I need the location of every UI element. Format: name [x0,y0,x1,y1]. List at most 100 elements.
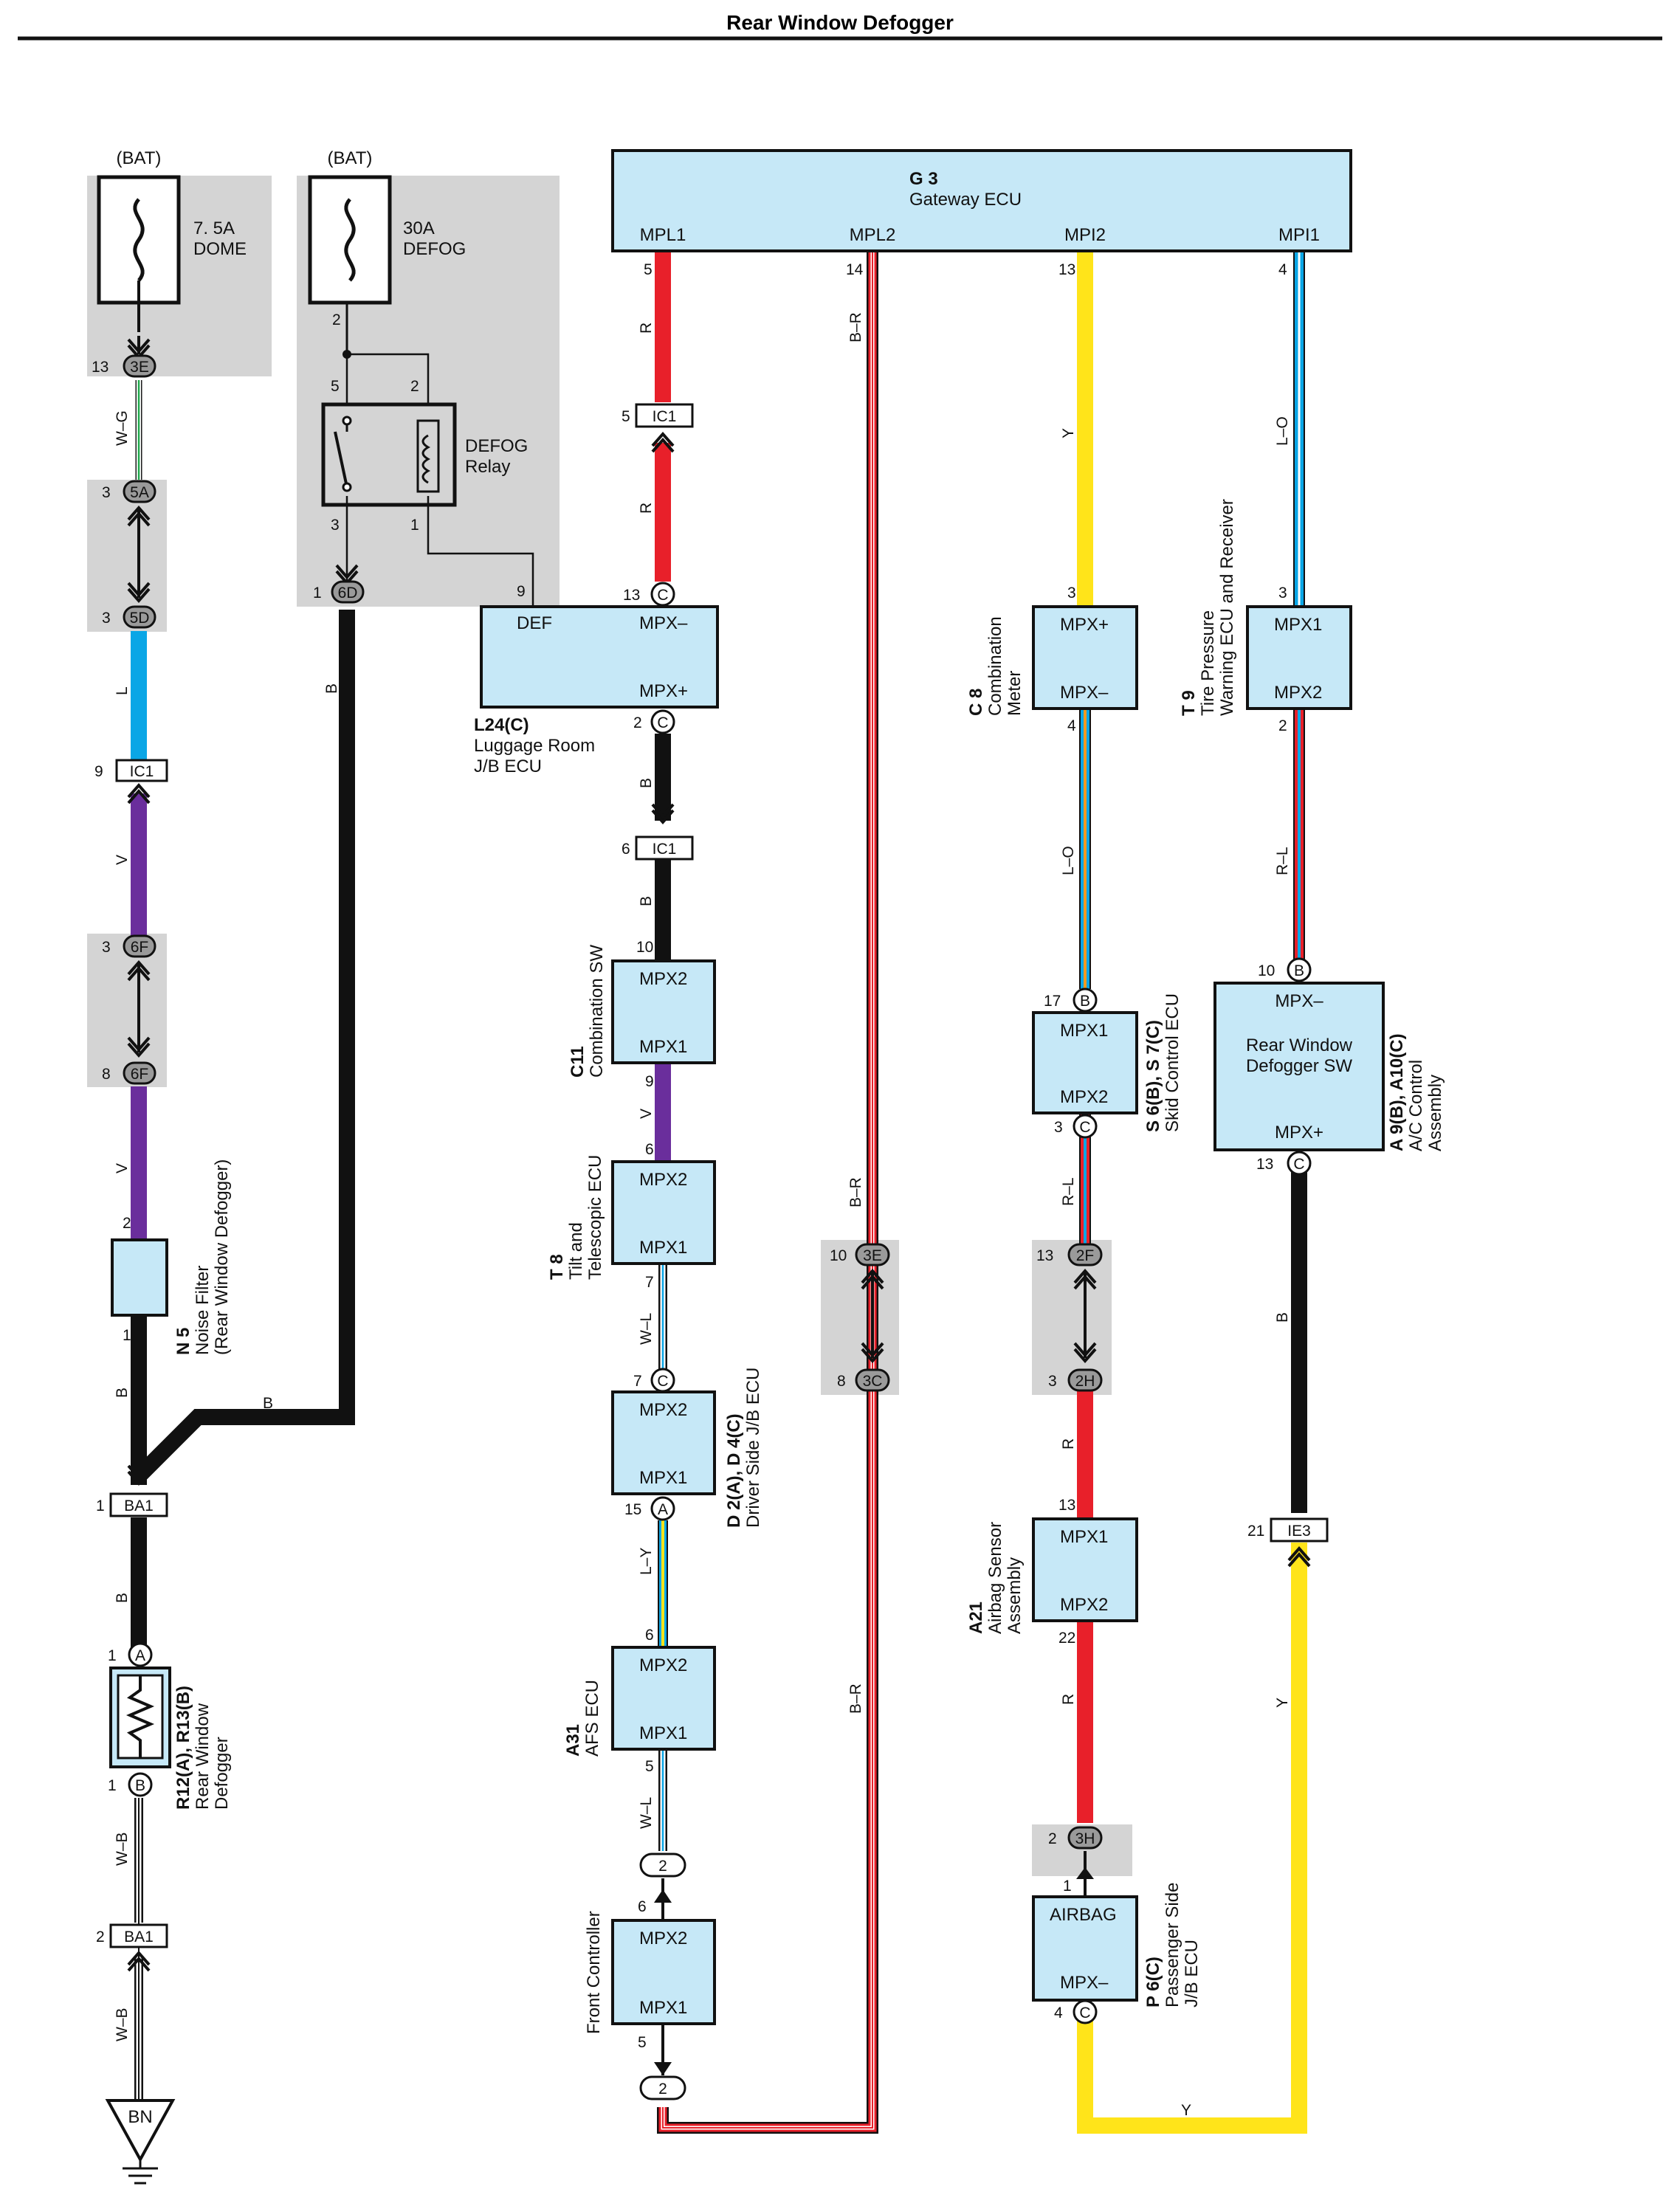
svg-text:14: 14 [846,261,864,278]
svg-text:5A: 5A [130,484,149,501]
svg-text:MPI2: MPI2 [1064,225,1106,245]
svg-text:1: 1 [410,517,419,534]
svg-text:MPX–: MPX– [1060,1973,1109,1993]
svg-text:IC1: IC1 [130,763,154,780]
svg-text:Passenger Side: Passenger Side [1163,1883,1182,2007]
svg-text:B: B [638,778,655,788]
gateway-ecu: G 3 Gateway ECU MPL1 MPL2 MPI2 MPI1 5 14… [611,149,1352,278]
svg-text:Defogger: Defogger [212,1737,232,1810]
svg-text:Defogger SW: Defogger SW [1246,1056,1352,1076]
svg-text:V: V [114,855,131,865]
svg-text:MPL1: MPL1 [640,225,686,245]
svg-text:Driver Side J/B ECU: Driver Side J/B ECU [743,1368,763,1528]
svg-text:B: B [135,1777,145,1794]
svg-text:B: B [114,1388,131,1398]
tilt-telescopic-ecu: 6 MPX2 MPX1 7 T 8 Tilt and Telescopic EC… [547,1141,716,1291]
svg-text:9: 9 [517,583,526,600]
svg-text:MPX+: MPX+ [1275,1123,1323,1142]
svg-text:Noise Filter: Noise Filter [193,1266,213,1355]
svg-text:6F: 6F [131,939,149,956]
svg-text:A 9(B), A10(C): A 9(B), A10(C) [1387,1033,1407,1151]
connector-2f-2h: 2F 13 2H 3 [1036,1243,1103,1392]
svg-text:W–B: W–B [114,1832,131,1866]
connector-5a: 5A 3 [102,480,156,602]
svg-text:T 9: T 9 [1179,690,1199,716]
junction-5a-5d-area [87,480,167,632]
svg-text:Rear Window: Rear Window [1246,1035,1353,1055]
svg-text:21: 21 [1247,1523,1264,1540]
svg-text:5: 5 [638,2034,647,2051]
connector-ba1-upper: BA1 1 [96,1464,168,1517]
svg-text:4: 4 [1278,261,1287,278]
connector-ic1-second: IC1 6 [622,835,694,861]
svg-text:C: C [657,1373,668,1390]
tire-pressure-ecu: 3 MPX1 MPX2 2 T 9 Tire Pressure Warning … [1179,499,1352,734]
bat-label-1: (BAT) [117,148,162,168]
svg-text:13: 13 [92,359,109,376]
svg-text:3: 3 [1067,585,1076,602]
svg-text:A21: A21 [966,1602,986,1634]
svg-text:N 5: N 5 [173,1328,193,1355]
junction-3e-3c-area [821,1240,899,1395]
svg-text:W–L: W–L [638,1797,655,1829]
svg-text:MPI1: MPI1 [1278,225,1320,245]
svg-text:L: L [114,686,131,695]
svg-text:2: 2 [96,1929,105,1945]
svg-text:6: 6 [645,1141,654,1158]
svg-text:1: 1 [96,1497,105,1514]
svg-text:R–L: R–L [1060,1177,1077,1206]
svg-text:C 8: C 8 [966,689,986,716]
svg-text:AIRBAG: AIRBAG [1050,1905,1117,1925]
svg-text:DOME: DOME [193,239,247,259]
svg-text:2F: 2F [1076,1247,1095,1264]
svg-text:B–R: B–R [847,312,864,342]
svg-text:8: 8 [102,1066,111,1083]
rear-window-defogger: A 1 B 1 R12(A), R13(B) Rear Window Defog… [108,1642,232,1810]
svg-text:MPX2: MPX2 [639,1929,687,1948]
svg-text:BN: BN [128,2107,152,2127]
svg-text:A: A [135,1647,145,1664]
fuse-defog: 30A DEFOG [308,175,466,354]
svg-text:(Rear Window Defogger): (Rear Window Defogger) [212,1159,232,1355]
skid-control-ecu: B 17 MPX1 MPX2 C 3 S 6(B), S 7(C) Skid C… [1032,988,1182,1139]
svg-text:13: 13 [1256,1156,1273,1173]
svg-text:1: 1 [1063,1878,1072,1895]
svg-text:Combination: Combination [985,616,1005,716]
defog-relay: DEFOG Relay 5 2 3 1 9 [321,378,528,600]
airbag-sensor-assembly: 13 MPX1 MPX2 22 A21 Airbag Sensor Assemb… [966,1497,1138,1647]
svg-text:R: R [1060,1438,1077,1450]
svg-text:2: 2 [332,311,341,328]
svg-text:3E: 3E [863,1247,882,1264]
svg-text:3: 3 [102,484,111,501]
svg-text:Rear Window: Rear Window [193,1703,213,1810]
svg-text:Tilt and: Tilt and [566,1222,586,1280]
svg-text:L–Y: L–Y [638,1548,655,1575]
svg-text:D 2(A), D 4(C): D 2(A), D 4(C) [724,1413,744,1528]
svg-text:S 6(B), S 7(C): S 6(B), S 7(C) [1143,1020,1163,1132]
connector-6f-upper: 6F 3 [102,934,156,1057]
ac-control-assembly: B 10 MPX– Rear Window Defogger SW MPX+ C… [1213,957,1445,1176]
svg-text:L24(C): L24(C) [474,715,529,735]
svg-text:Assembly: Assembly [1005,1557,1025,1634]
svg-text:6F: 6F [131,1066,149,1083]
svg-text:B–R: B–R [847,1683,864,1714]
svg-text:3E: 3E [130,359,149,376]
svg-text:1: 1 [313,585,322,602]
svg-text:MPX1: MPX1 [1060,1527,1108,1547]
svg-text:B: B [1294,962,1304,979]
svg-text:MPX–: MPX– [1060,683,1109,703]
svg-text:P 6(C): P 6(C) [1143,1957,1163,2007]
svg-text:B: B [638,896,655,906]
connector-ic1-mpl1: IC1 5 [622,403,694,453]
svg-text:W–B: W–B [114,2007,131,2041]
svg-text:3: 3 [102,939,111,956]
svg-text:MPX1: MPX1 [639,1998,687,2018]
svg-text:B: B [114,1593,131,1603]
svg-text:MPX1: MPX1 [1060,1021,1108,1041]
svg-text:DEFOG: DEFOG [403,239,466,259]
svg-text:R12(A), R13(B): R12(A), R13(B) [173,1686,193,1810]
connector-5d: 5D 3 [102,605,156,629]
svg-text:B: B [1274,1312,1291,1323]
svg-text:Meter: Meter [1005,671,1025,716]
svg-text:1: 1 [123,1327,131,1344]
